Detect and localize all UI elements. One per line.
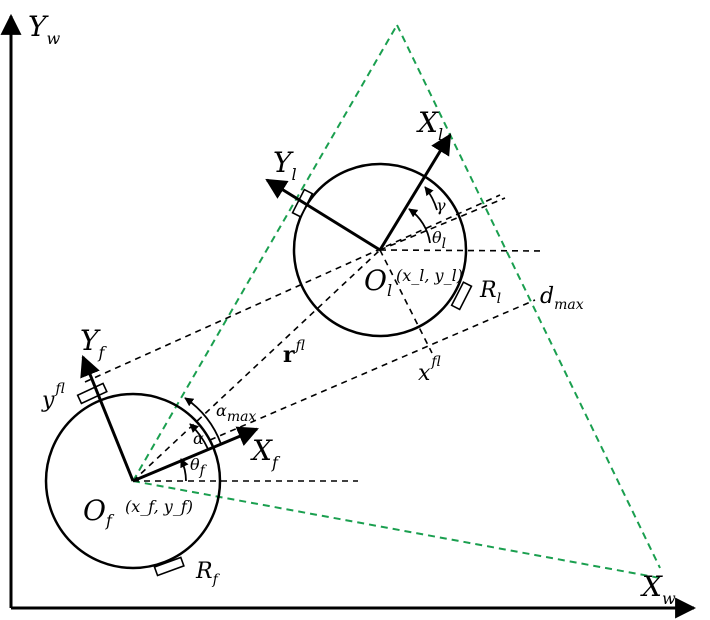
leader-gamma-arc [424, 186, 438, 211]
follower-x-axis [132, 426, 259, 483]
leader-y-axis [265, 178, 381, 252]
construction-lines [84, 194, 546, 482]
follower-y-label: Yf [80, 324, 107, 362]
follower-wheel-top [76, 382, 108, 405]
leader-x-label: Xl [416, 106, 443, 144]
follower-x-label: Xf [250, 434, 281, 472]
leader-y-label: Yl [273, 146, 297, 184]
r-vector-label: rfl [283, 338, 306, 368]
world-y-label: Yw [28, 10, 60, 48]
x-relative-label: xfl [418, 354, 441, 386]
leader-coords-label: (x_l, y_l) [396, 266, 463, 285]
follower-robot [44, 355, 259, 577]
leader-wheel-bottom [450, 281, 473, 311]
follower-wheel-bottom [153, 556, 185, 577]
leader-x-axis [378, 133, 452, 251]
y-relative-label: yfl [41, 381, 65, 413]
leader-theta-label: θl [432, 228, 446, 252]
leader-radius-label: Rl [479, 278, 501, 307]
follower-y-axis [80, 355, 135, 482]
follower-alpha-max-label: αmax [216, 401, 256, 425]
leader-robot [265, 133, 473, 338]
follower-alpha-max-arc [184, 397, 222, 445]
follower-origin-label: Of [83, 494, 115, 530]
world-x-label: Xw [640, 570, 676, 608]
leader-body [292, 162, 468, 338]
leader-origin-label: Ol [364, 264, 392, 300]
dmax-label: dmax [540, 284, 584, 313]
follower-theta-arc [180, 458, 189, 482]
leader-theta-arc [408, 208, 431, 244]
follower-radius-label: Rf [195, 559, 221, 588]
follower-coords-label: (x_f, y_f) [125, 497, 193, 516]
follower-alpha-label: α [193, 429, 204, 448]
follower-body [44, 392, 222, 570]
follower-alpha-arc [189, 423, 209, 450]
follower-theta-label: θf [190, 455, 208, 479]
leader-gamma-label: γ [436, 196, 446, 215]
